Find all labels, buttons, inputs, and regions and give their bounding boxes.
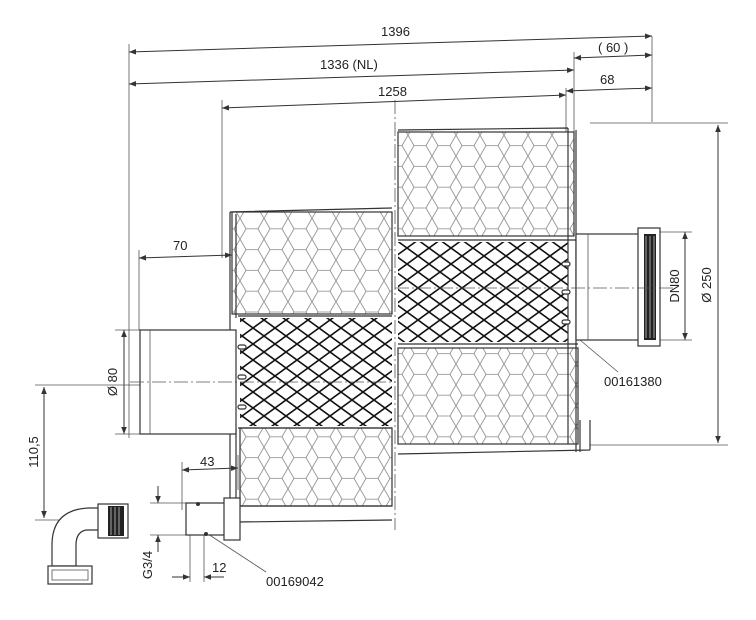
part-number-outlet-gasket: 00161380 — [604, 374, 662, 389]
dim-nominal-length: 1336 (NL) — [320, 57, 378, 72]
dim-drain-offset: 43 — [200, 454, 214, 469]
dim-left-offset: 70 — [173, 238, 187, 253]
drain-elbow-fitting — [47, 503, 129, 585]
muffler-right-section — [397, 127, 661, 455]
dim-outlet-diameter: Ø 250 — [699, 267, 714, 302]
part-number-drain-fitting: 00169042 — [266, 574, 324, 589]
dim-body-length: 1258 — [378, 84, 407, 99]
dim-offset-paren: ( 60 ) — [598, 40, 628, 55]
muffler-left-section — [139, 207, 393, 541]
dim-offset-right: 68 — [600, 72, 614, 87]
dim-overall-length: 1396 — [381, 24, 410, 39]
dim-outlet-dn: DN80 — [667, 269, 682, 302]
dim-inlet-diameter: Ø 80 — [105, 368, 120, 396]
dim-height-offset: 110,5 — [26, 436, 41, 468]
dim-drain-length: 12 — [212, 560, 226, 575]
center-lines — [130, 100, 675, 530]
dim-drain-thread: G3/4 — [140, 551, 155, 579]
